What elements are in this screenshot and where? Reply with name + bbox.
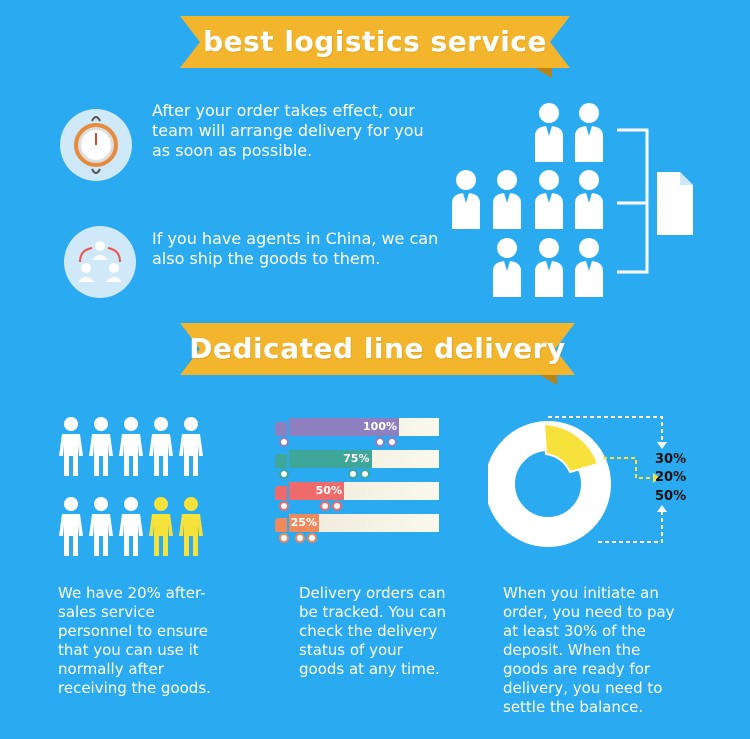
truck-wheel-icon: [279, 533, 289, 543]
service-paragraph-1: After your order takes effect, our team …: [152, 101, 424, 160]
team-org-chart: [452, 103, 693, 297]
delivery-bar-track: [289, 514, 439, 532]
truck-wheel-icon: [307, 533, 317, 543]
banner-title-middle: Dedicated line delivery: [189, 332, 566, 365]
scale-icon: [60, 109, 132, 181]
delivery-bar-fill: [289, 418, 399, 436]
donut-highlight-slice: [542, 422, 600, 474]
truck-wheel-icon: [359, 469, 370, 479]
delivery-bar-label: 25%: [290, 516, 317, 529]
delivery-bar-fill: [289, 514, 319, 532]
truck-wheel-icon: [279, 469, 289, 479]
delivery-bar-label: 100%: [363, 420, 397, 433]
delivery-bar-row: 100%: [275, 418, 445, 447]
banner-dedicated-line: Dedicated line delivery: [180, 323, 575, 385]
delivery-bar-label: 50%: [315, 484, 342, 497]
tracking-text: Delivery orders can be tracked. You can …: [299, 584, 447, 678]
banner-ribbon-shape-2: [180, 323, 575, 385]
truck-cab-icon: [275, 518, 287, 532]
donut-label-2: 20%: [655, 470, 687, 485]
donut-label-1: 30%: [655, 452, 687, 467]
delivery-bar-row: 50%: [275, 482, 445, 511]
truck-wheel-icon: [295, 533, 305, 543]
donut-label-3: 50%: [655, 489, 687, 504]
delivery-progress-chart: 100% 75% 50% 25%: [275, 414, 445, 544]
truck-wheel-icon: [279, 437, 289, 447]
delivery-bar-label: 75%: [343, 452, 370, 465]
truck-wheel-icon: [387, 437, 397, 447]
truck-wheel-icon: [279, 501, 289, 511]
banner-ribbon-shape: [180, 16, 570, 78]
aftersales-text: We have 20% after-sales service personne…: [58, 584, 211, 697]
truck-cab-icon: [275, 486, 287, 500]
aftersales-people-grid: [59, 417, 203, 556]
payment-donut-chart: [488, 416, 667, 547]
truck-wheel-icon: [332, 501, 342, 511]
delivery-bar-row: 75%: [275, 450, 445, 479]
truck-cab-icon: [275, 454, 287, 468]
banner-title-top: best logistics service: [203, 25, 547, 58]
banner-best-logistics: best logistics service: [180, 16, 570, 78]
truck-cab-icon: [275, 422, 287, 436]
truck-wheel-icon: [375, 437, 385, 447]
delivery-bar-fill: [289, 450, 372, 468]
payment-text: When you initiate an order, you need to …: [503, 584, 675, 716]
delivery-bar-row: 25%: [275, 514, 445, 543]
delivery-bar-fill: [289, 482, 344, 500]
service-paragraph-2: If you have agents in China, we can also…: [152, 229, 439, 268]
agents-icon: [64, 226, 136, 298]
truck-wheel-icon: [347, 469, 358, 479]
truck-wheel-icon: [320, 501, 330, 511]
